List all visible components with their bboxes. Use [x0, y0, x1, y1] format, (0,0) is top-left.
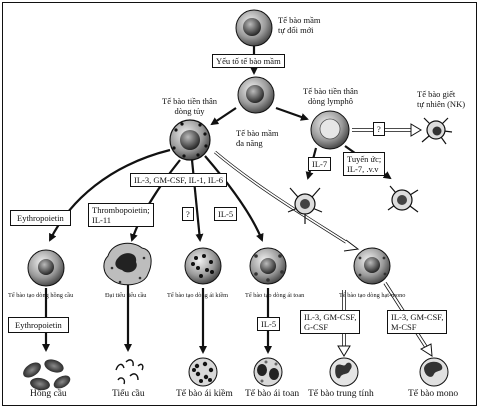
- label-eosinophil: Tế bào ái toan: [245, 389, 300, 399]
- arrow-multipotent-to-lymphoid: [275, 106, 309, 121]
- box-thymus: Tuyến ức; IL-7, .v.v: [343, 152, 386, 177]
- box-question-mid: ?: [182, 207, 194, 222]
- box-mono-factors: IL-3, GM-CSF, M-CSF: [387, 310, 448, 335]
- monocyte-cell: [419, 357, 449, 387]
- label-erythroid-precursor: Tế bào tạo dòng hồng cầu: [8, 292, 74, 299]
- arrow-myeloid-to-basophil-precursor: [190, 159, 204, 242]
- box-neutro-factors: IL-3, GM-CSF, G-CSF: [300, 310, 361, 335]
- label-multipotent: Tế bào mầm đa năng: [236, 128, 279, 148]
- erythroid-precursor-cell: [27, 249, 65, 287]
- label-megakaryocyte: Đại tiểu tiểu cầu: [105, 292, 147, 299]
- arrow-myeloid-to-granulo-mono: [214, 150, 353, 248]
- label-platelets: Tiểu cầu: [112, 389, 145, 399]
- arrow-myeloid-to-erythroid: [49, 148, 171, 242]
- label-basophil-precursor: Tế bào tạo dòng ái kiềm: [167, 292, 229, 299]
- myeloid-progenitor-cell: [169, 119, 211, 161]
- box-epo-bottom: Eythropoietin: [8, 317, 69, 334]
- label-stem-cell: Tế bào mầm tự đổi mới: [278, 15, 321, 35]
- arrow-myeloid-to-megakaryocyte: [130, 159, 181, 242]
- box-il5-bottom: IL-5: [257, 317, 281, 332]
- arrow-myeloid-to-eosinophil-precursor: [204, 155, 264, 242]
- label-monocyte: Tế bào mono: [408, 389, 459, 399]
- label-nk-cell: Tế bào giết tự nhiên (NK): [417, 89, 466, 109]
- nk-cell: [421, 117, 453, 145]
- neutrophil-cell: [329, 357, 359, 387]
- box-stem-factor: Yếu tố tế bào mầm: [212, 54, 285, 69]
- label-neutrophil: Tế bào trung tính: [308, 389, 374, 399]
- granulo-mono-precursor-cell: [353, 247, 391, 285]
- multipotent-cell: [237, 76, 275, 114]
- box-interleukins: IL-3, GM-CSF, IL-1, IL-6: [130, 173, 228, 188]
- arrow-multipotent-to-myeloid: [210, 107, 237, 126]
- label-eosinophil-precursor: Tế bào tạo dòng ái toan: [245, 292, 305, 299]
- label-basophil: Tế bào ái kiềm: [176, 389, 233, 399]
- label-myeloid-progenitor: Tế bào tiền thân dòng tủy: [162, 96, 217, 116]
- stem-cell: [235, 9, 273, 47]
- label-lymphoid-progenitor: Tế bào tiền thân dòng lymphô: [303, 86, 358, 106]
- basophil-precursor-cell: [184, 247, 222, 285]
- box-il7: IL-7: [308, 157, 332, 172]
- basophil-cell: [188, 357, 218, 387]
- eosinophil-precursor-cell: [249, 247, 287, 285]
- t-cell: [387, 185, 419, 213]
- box-epo-top: Eythropoietin: [10, 210, 71, 227]
- eosinophil-cell: [253, 357, 283, 387]
- lymphoid-progenitor-cell: [310, 110, 350, 150]
- red-blood-cells: [23, 359, 71, 391]
- box-tpo: Thrombopoietin; IL-11: [88, 203, 154, 228]
- box-question-nk: ?: [373, 122, 385, 137]
- b-cell: [287, 187, 323, 224]
- label-rbc: Hồng cầu: [30, 389, 67, 399]
- label-granulo-mono-precursor: Tế bào tạo dòng hạt-mono: [339, 292, 406, 299]
- box-il5-top: IL-5: [214, 207, 238, 222]
- megakaryocyte-cell: [103, 242, 152, 286]
- platelets: [115, 359, 144, 385]
